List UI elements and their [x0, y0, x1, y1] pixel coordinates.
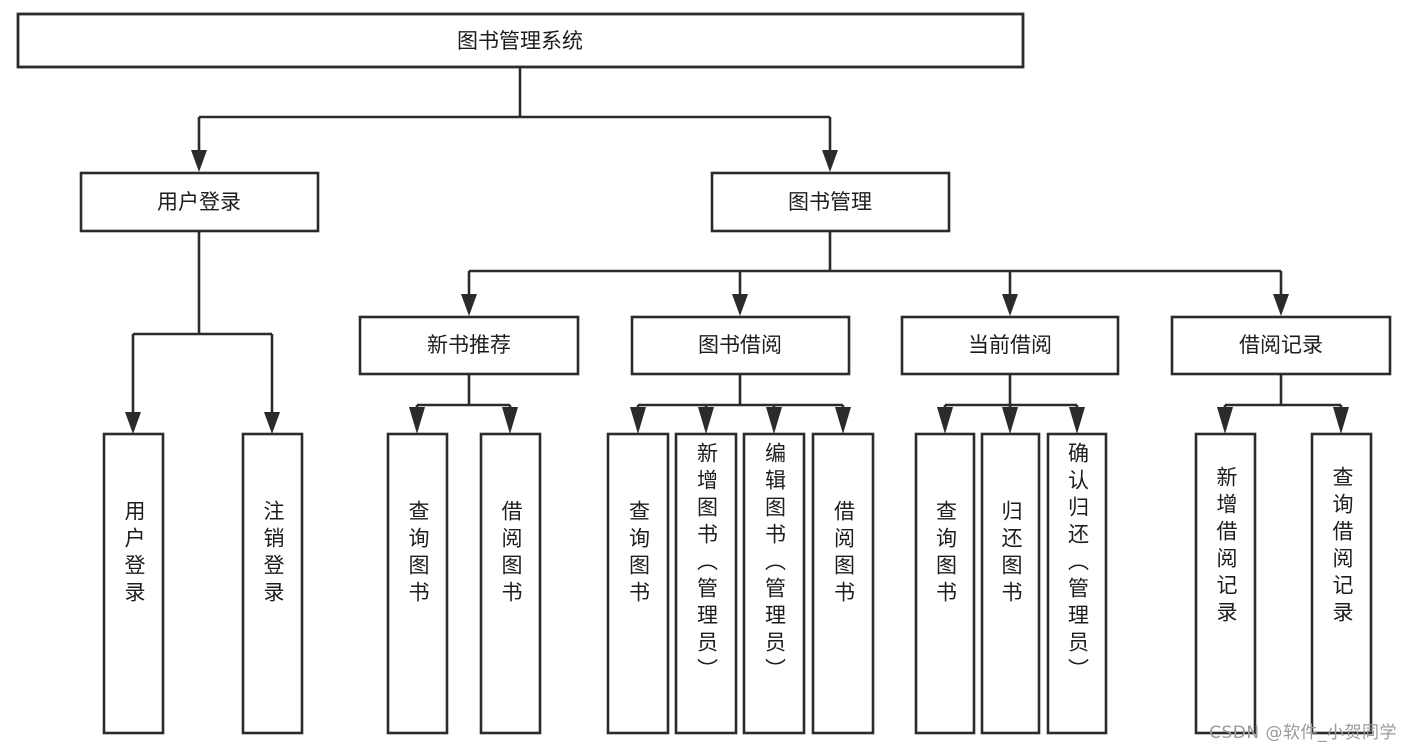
- leaf-box-add-record[interactable]: [1194, 432, 1257, 735]
- leaf-box-user-logout[interactable]: [241, 432, 304, 735]
- new-book-recommend-box[interactable]: [358, 315, 580, 376]
- leaf-box-query-book-1[interactable]: [386, 432, 449, 735]
- arrow-book-management: [822, 150, 838, 172]
- arrow-leaf-query-book-1: [409, 407, 425, 434]
- borrow-record-label: 借阅记录: [1239, 333, 1323, 357]
- arrow-leaf-user-logout: [264, 412, 280, 434]
- arrow-user-login: [191, 150, 207, 172]
- borrow-record-box[interactable]: [1170, 315, 1392, 376]
- current-borrow-label: 当前借阅: [968, 333, 1052, 357]
- node-user-login[interactable]: 用户登录: [79, 171, 320, 233]
- arrow-borrow-record: [1273, 294, 1289, 316]
- book-borrow-label: 图书借阅: [698, 333, 782, 357]
- node-book-borrow[interactable]: 图书借阅: [630, 315, 851, 376]
- book-management-label: 图书管理: [788, 190, 872, 214]
- root-label: 图书管理系统: [457, 29, 583, 53]
- leaf-box-query-book-3[interactable]: [914, 432, 976, 735]
- leaf-box-borrow-book-2[interactable]: [811, 432, 875, 735]
- node-new-book-recommend[interactable]: 新书推荐: [358, 315, 580, 376]
- new-book-recommend-label: 新书推荐: [427, 333, 511, 357]
- arrow-leaf-confirm-return: [1069, 407, 1085, 434]
- arrow-leaf-return-book: [1002, 407, 1018, 434]
- arrow-leaf-borrow-book-2: [835, 407, 851, 434]
- arrow-leaf-query-book-2: [630, 407, 646, 434]
- node-root[interactable]: 图书管理系统: [16, 12, 1025, 69]
- node-borrow-record[interactable]: 借阅记录: [1170, 315, 1392, 376]
- arrow-leaf-query-record: [1333, 407, 1349, 434]
- leaf-box-return-book[interactable]: [980, 432, 1041, 735]
- leaf-box-query-record[interactable]: [1310, 432, 1373, 735]
- root-box[interactable]: [16, 12, 1025, 69]
- node-current-borrow[interactable]: 当前借阅: [900, 315, 1120, 376]
- leaf-box-query-book-2[interactable]: [606, 432, 670, 735]
- leaf-box-add-book[interactable]: [674, 432, 738, 735]
- arrow-current-borrow: [1002, 294, 1018, 316]
- book-management-box[interactable]: [710, 171, 951, 233]
- leaf-box-borrow-book-1[interactable]: [479, 432, 542, 735]
- arrow-leaf-add-book: [698, 407, 714, 434]
- leaf-box-user-login[interactable]: [102, 432, 165, 735]
- book-borrow-box[interactable]: [630, 315, 851, 376]
- arrow-leaf-query-book-3: [937, 407, 953, 434]
- arrow-leaf-add-record: [1217, 407, 1233, 434]
- current-borrow-box[interactable]: [900, 315, 1120, 376]
- arrow-leaf-edit-book: [766, 407, 782, 434]
- arrow-new-book-recommend: [461, 294, 477, 316]
- watermark-text: CSDN @软件_小贺同学: [1209, 723, 1397, 743]
- arrow-leaf-user-login: [125, 412, 141, 434]
- leaf-box-confirm-return[interactable]: [1046, 432, 1108, 735]
- node-book-management[interactable]: 图书管理: [710, 171, 951, 233]
- user-login-label: 用户登录: [157, 190, 241, 214]
- arrow-book-borrow: [732, 294, 748, 316]
- arrow-leaf-borrow-book-1: [502, 407, 518, 434]
- leaf-box-edit-book[interactable]: [742, 432, 806, 735]
